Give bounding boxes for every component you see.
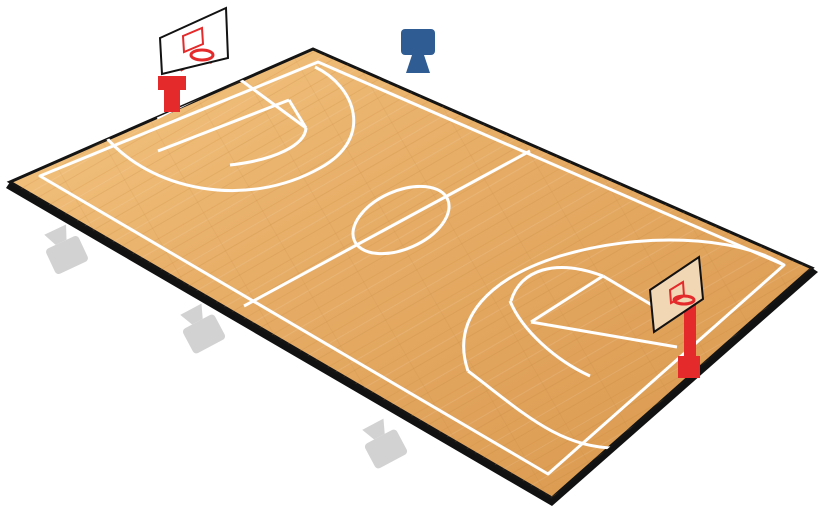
camera-icon [357,416,409,470]
camera-icon [401,29,435,73]
